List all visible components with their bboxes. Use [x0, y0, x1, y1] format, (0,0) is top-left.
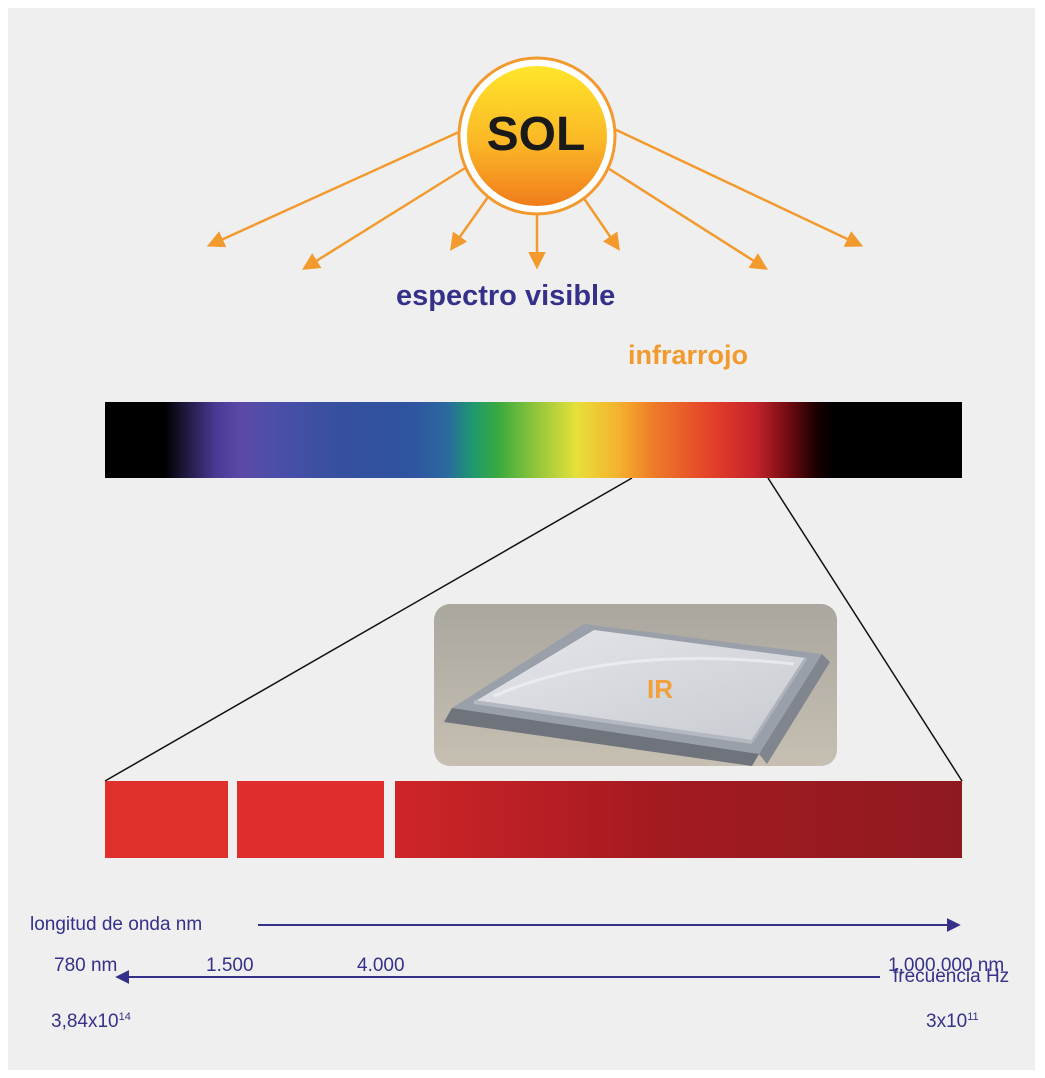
ray-arrow-icon	[609, 125, 864, 247]
zoom-line-right	[767, 477, 963, 782]
ir-band-near	[105, 781, 228, 858]
wavelength-tick-max: 1,000.000 nm	[888, 955, 1005, 976]
photo-ir-label: IR	[647, 674, 673, 704]
frequency-high-mantissa: 3x10	[926, 1011, 968, 1032]
sun-rays	[206, 125, 864, 270]
infrared-label: infrarrojo	[628, 340, 749, 370]
ray-arrow-icon	[581, 196, 620, 251]
skylight-photo	[434, 604, 837, 766]
sun-icon	[457, 56, 617, 216]
ir-band-mid	[237, 781, 384, 858]
ray-arrow-icon	[602, 163, 768, 270]
frequency-low-exponent: 14	[118, 1011, 131, 1023]
frequency-value-high: 3x1011	[926, 1005, 979, 1034]
ray-arrow-icon	[449, 196, 490, 251]
sun-label: SOL	[486, 108, 586, 161]
skylight-dome-illustration	[444, 624, 830, 766]
visible-spectrum-label: espectro visible	[396, 280, 616, 312]
frequency-value-low: 3,84x1014	[51, 1005, 131, 1034]
wavelength-tick-4000: 4.000	[357, 955, 405, 976]
zoom-line-left	[104, 477, 633, 782]
frequency-high-exponent: 11	[967, 1011, 979, 1023]
color-spectrum-bar	[105, 402, 962, 478]
ray-arrow-icon	[206, 125, 471, 248]
frequency-low-mantissa: 3,84x10	[51, 1011, 119, 1032]
wavelength-axis-label: longitud de onda nm	[30, 914, 203, 935]
frequency-axis-label: frecuencia Hz	[893, 966, 1010, 987]
wavelength-tick-1500: 1.500	[206, 955, 254, 976]
wavelength-tick-780: 780 nm	[54, 955, 118, 976]
ray-arrow-icon	[302, 163, 471, 270]
ir-band-far	[395, 781, 962, 858]
